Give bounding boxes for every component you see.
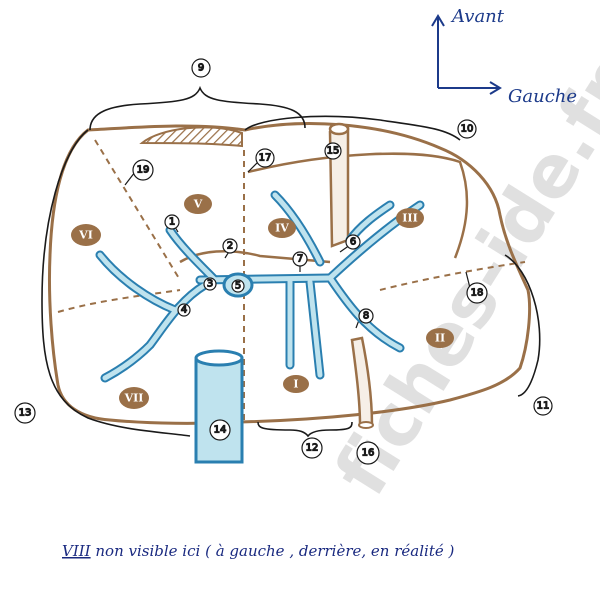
svg-text:VII: VII bbox=[124, 392, 144, 405]
label-17: 17 bbox=[255, 148, 275, 168]
leader-18 bbox=[465, 271, 471, 289]
inner-contour bbox=[247, 152, 469, 259]
label-13: 13 bbox=[14, 402, 36, 424]
label-3: 3 bbox=[203, 277, 217, 291]
svg-text:15: 15 bbox=[327, 146, 340, 157]
label-8: 8 bbox=[358, 308, 374, 324]
boundary-19 bbox=[94, 139, 181, 281]
orientation-arrows bbox=[431, 14, 502, 95]
svg-text:13: 13 bbox=[19, 408, 32, 419]
svg-text:III: III bbox=[402, 212, 417, 225]
segment-II-marker: II bbox=[426, 328, 454, 348]
svg-text:IV: IV bbox=[275, 222, 289, 235]
label-19: 19 bbox=[132, 159, 154, 181]
segment-I-marker: I bbox=[283, 375, 309, 393]
portal-tree-outline bbox=[95, 190, 425, 383]
label-7: 7 bbox=[292, 251, 308, 267]
liver-outline bbox=[47, 122, 532, 425]
segment-IV-marker: IV bbox=[268, 218, 296, 238]
hilum-contour bbox=[179, 249, 331, 264]
segment-III-marker: III bbox=[396, 208, 424, 228]
segment-markers: I II III IV V VI VII bbox=[71, 194, 454, 409]
svg-text:12: 12 bbox=[306, 443, 319, 454]
vessel-15-opening bbox=[328, 122, 350, 136]
label-2: 2 bbox=[222, 238, 238, 254]
brace-9 bbox=[89, 85, 306, 131]
caption-text: non visible ici ( à gauche , derrière, e… bbox=[91, 542, 455, 560]
svg-text:II: II bbox=[435, 332, 445, 345]
label-9: 9 bbox=[191, 58, 211, 78]
brace-13 bbox=[41, 129, 191, 437]
brace-10 bbox=[244, 115, 461, 141]
svg-text:2: 2 bbox=[227, 241, 233, 252]
label-14: 14 bbox=[209, 419, 231, 441]
boundary-horizontal-left bbox=[57, 289, 181, 313]
label-6: 6 bbox=[345, 234, 361, 250]
svg-text:8: 8 bbox=[363, 311, 369, 322]
segment-VI-marker: VI bbox=[71, 224, 101, 246]
svg-text:19: 19 bbox=[137, 165, 150, 176]
label-16: 16 bbox=[356, 441, 380, 465]
segment-V-marker: V bbox=[184, 194, 212, 214]
svg-text:17: 17 bbox=[259, 153, 272, 164]
number-labels: 1 2 3 4 5 6 7 8 9 10 11 12 13 14 15 16 1… bbox=[14, 58, 553, 465]
svg-text:5: 5 bbox=[235, 281, 241, 292]
label-1: 1 bbox=[164, 214, 180, 230]
watermark: fiches-ide.fr bbox=[318, 50, 600, 509]
label-4: 4 bbox=[177, 303, 191, 317]
caption: VIII non visible ici ( à gauche , derriè… bbox=[62, 542, 454, 560]
segment-VII-marker: VII bbox=[119, 387, 149, 409]
svg-text:11: 11 bbox=[537, 401, 550, 412]
svg-text:7: 7 bbox=[297, 254, 303, 265]
label-18: 18 bbox=[466, 282, 488, 304]
front-arrow-head bbox=[431, 14, 445, 27]
svg-text:4: 4 bbox=[181, 305, 187, 316]
svg-text:6: 6 bbox=[350, 237, 356, 248]
svg-text:1: 1 bbox=[169, 217, 175, 228]
label-11: 11 bbox=[533, 396, 553, 416]
svg-text:VI: VI bbox=[78, 229, 93, 242]
svg-text:3: 3 bbox=[207, 279, 213, 290]
boundary-18 bbox=[379, 261, 526, 291]
svg-text:9: 9 bbox=[198, 63, 204, 74]
label-10: 10 bbox=[457, 119, 477, 139]
vena-cava bbox=[194, 351, 244, 464]
hatched-groove bbox=[139, 126, 243, 148]
label-5: 5 bbox=[231, 279, 245, 293]
label-12: 12 bbox=[301, 437, 323, 459]
vena-cava-opening bbox=[194, 349, 244, 367]
svg-text:VIII non visible ici ( à gauch: VIII non visible ici ( à gauche , derriè… bbox=[62, 542, 454, 560]
left-label: Gauche bbox=[508, 86, 577, 107]
svg-text:18: 18 bbox=[471, 288, 484, 299]
brace-11 bbox=[504, 254, 541, 397]
svg-text:10: 10 bbox=[461, 124, 474, 135]
svg-text:14: 14 bbox=[214, 425, 227, 436]
left-arrow-head bbox=[489, 81, 502, 95]
svg-text:I: I bbox=[293, 378, 298, 391]
front-label: Avant bbox=[450, 6, 505, 27]
svg-text:V: V bbox=[193, 198, 203, 211]
label-15: 15 bbox=[324, 142, 342, 160]
brace-12 bbox=[257, 421, 353, 438]
svg-text:16: 16 bbox=[362, 448, 375, 459]
vessel-16-opening bbox=[358, 421, 374, 429]
caption-roman: VIII bbox=[62, 542, 92, 560]
